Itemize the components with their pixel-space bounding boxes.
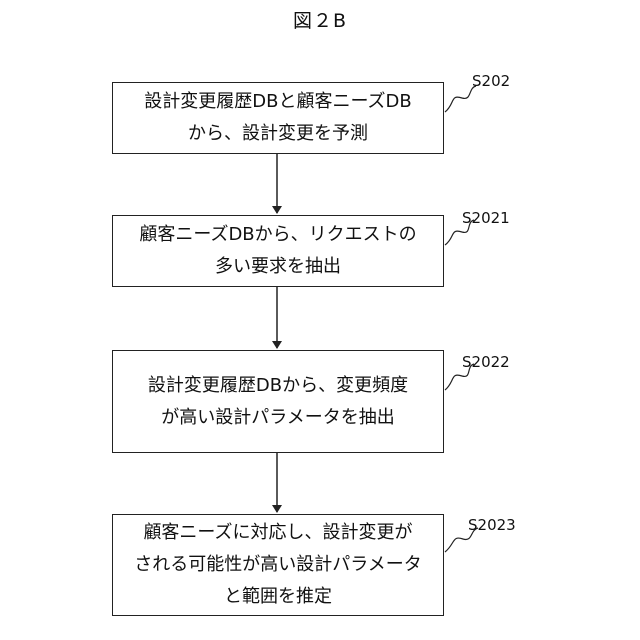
box-text-line: 顧客ニーズDBから、リクエストの: [139, 219, 416, 251]
step-label-s2021: S2021: [462, 209, 510, 227]
box-text-line: 設計変更履歴DBから、変更頻度: [148, 370, 408, 402]
box-text-line: と範囲を推定: [224, 581, 332, 613]
step-label-s202: S202: [472, 72, 510, 90]
process-box-s2022: 設計変更履歴DBから、変更頻度 が高い設計パラメータを抽出: [112, 350, 444, 453]
process-box-s2021: 顧客ニーズDBから、リクエストの 多い要求を抽出: [112, 215, 444, 287]
process-box-s202: 設計変更履歴DBと顧客ニーズDB から、設計変更を予測: [112, 82, 444, 154]
box-text-line: から、設計変更を予測: [188, 118, 368, 150]
box-text-line: される可能性が高い設計パラメータ: [134, 549, 421, 581]
process-box-s2023: 顧客ニーズに対応し、設計変更が される可能性が高い設計パラメータ と範囲を推定: [112, 514, 444, 616]
box-text-line: 設計変更履歴DBと顧客ニーズDB: [144, 86, 412, 118]
box-text-line: 顧客ニーズに対応し、設計変更が: [143, 517, 412, 549]
box-text-line: が高い設計パラメータを抽出: [161, 402, 394, 434]
box-text-line: 多い要求を抽出: [215, 251, 341, 283]
step-label-s2022: S2022: [462, 353, 510, 371]
step-label-s2023: S2023: [468, 516, 516, 534]
